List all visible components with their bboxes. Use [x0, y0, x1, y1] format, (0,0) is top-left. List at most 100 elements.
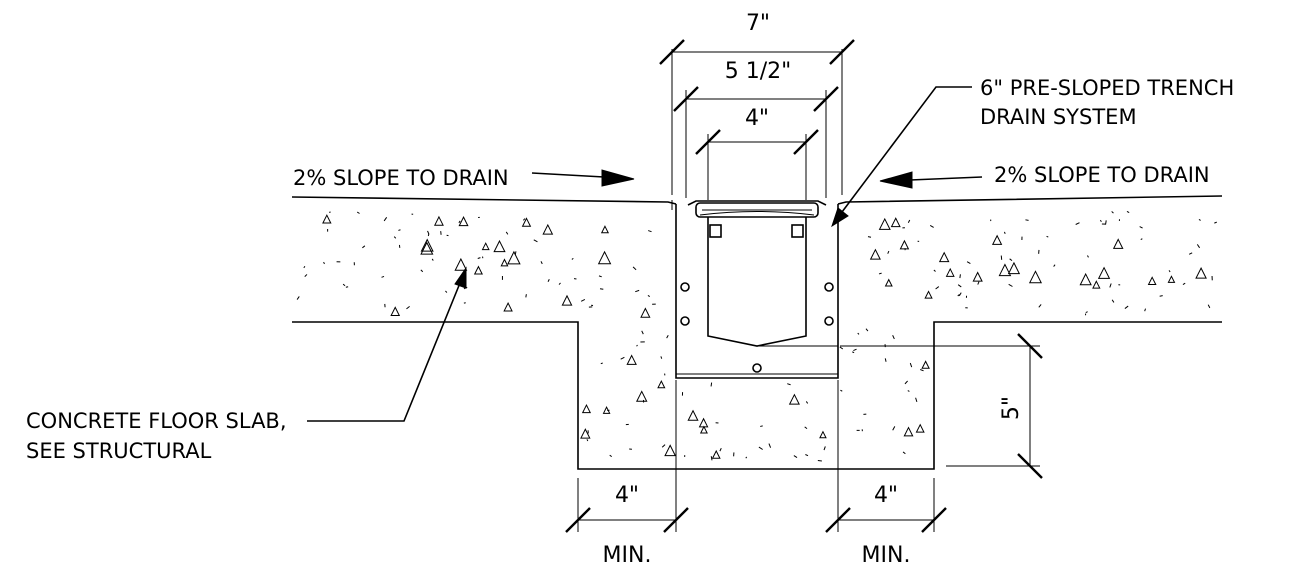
aggregate-fleck: [586, 439, 589, 442]
aggregate-fleck: [660, 356, 663, 359]
aggregate-fleck: [1053, 264, 1056, 267]
aggregate-fleck: [1028, 270, 1043, 284]
dim-label-4-right: 4": [874, 483, 898, 508]
aggregate-fleck: [817, 459, 822, 462]
concrete-aggregate-pattern: [296, 210, 1217, 462]
aggregate-fleck: [547, 279, 550, 283]
aggregate-fleck: [664, 444, 677, 457]
aggregate-fleck: [507, 250, 521, 265]
aggregate-fleck: [458, 216, 469, 227]
aggregate-fleck: [433, 215, 444, 226]
aggregate-fleck: [938, 251, 950, 263]
slope-label-left: 2% SLOPE TO DRAIN: [293, 166, 509, 190]
aggregate-fleck: [907, 219, 911, 223]
aggregate-fleck: [323, 261, 325, 265]
aggregate-fleck: [909, 362, 913, 368]
aggregate-fleck: [966, 261, 971, 264]
drain-callout-line1: 6" PRE-SLOPED TRENCH: [980, 76, 1234, 100]
aggregate-fleck: [602, 406, 611, 414]
aggregate-fleck: [1195, 266, 1207, 279]
aggregate-fleck: [853, 348, 857, 352]
aggregate-fleck: [1196, 244, 1201, 249]
aggregate-fleck: [445, 290, 448, 293]
slab-callout-line1: CONCRETE FLOOR SLAB,: [26, 409, 287, 433]
aggregate-fleck: [857, 332, 860, 335]
aggregate-fleck: [904, 380, 909, 385]
aggregate-fleck: [958, 292, 962, 297]
aggregate-fleck: [758, 446, 763, 450]
aggregate-fleck: [561, 294, 573, 306]
aggregate-fleck: [1159, 295, 1163, 297]
aggregate-fleck: [580, 428, 591, 439]
trench-cut-walls: [671, 200, 839, 379]
aggregate-fleck: [892, 426, 896, 431]
aggregate-fleck: [977, 281, 980, 285]
aggregate-fleck: [406, 306, 410, 310]
aggregate-fleck: [745, 456, 748, 459]
aggregate-fleck: [915, 397, 918, 403]
aggregate-fleck: [571, 257, 574, 260]
aggregate-fleck: [1085, 311, 1088, 313]
aggregate-fleck: [1111, 299, 1115, 303]
aggregate-fleck: [1038, 304, 1042, 308]
aggregate-fleck: [768, 443, 772, 448]
aggregate-fleck: [1144, 308, 1146, 312]
aggregate-fleck: [787, 383, 791, 386]
aggregate-fleck: [598, 275, 602, 278]
dim-label-7: 7": [746, 11, 770, 36]
aggregate-fleck: [477, 257, 481, 259]
concrete-slab-outline: [291, 195, 1223, 470]
dim-label-4-top: 4": [745, 106, 769, 131]
aggregate-fleck: [890, 217, 901, 228]
aggregate-fleck: [1092, 280, 1101, 289]
dimension-7-inch: 7": [659, 11, 855, 195]
aggregate-fleck: [1046, 235, 1049, 238]
aggregate-fleck: [884, 278, 893, 287]
aggregate-fleck: [972, 271, 983, 282]
aggregate-fleck: [600, 225, 610, 234]
aggregate-fleck: [839, 346, 844, 350]
aggregate-fleck: [632, 266, 637, 271]
aggregate-fleck: [635, 390, 648, 402]
aggregate-fleck: [907, 390, 910, 392]
aggregate-fleck: [620, 356, 625, 360]
aggregate-fleck: [710, 456, 713, 461]
aggregate-fleck: [420, 241, 434, 255]
aggregate-fleck: [666, 335, 669, 339]
aggregate-fleck: [420, 269, 424, 273]
aggregate-fleck: [1111, 211, 1114, 214]
aggregate-fleck: [819, 430, 827, 439]
aggregate-fleck: [699, 425, 708, 434]
aggregate-fleck: [933, 269, 936, 272]
aggregate-fleck: [522, 218, 526, 221]
aggregate-fleck: [719, 447, 722, 452]
aggregate-fleck: [533, 239, 538, 243]
aggregate-fleck: [1097, 266, 1111, 279]
aggregate-fleck: [1188, 252, 1193, 255]
slab-callout-leader: [307, 266, 467, 422]
aggregate-fleck: [296, 296, 300, 300]
aggregate-fleck: [892, 335, 895, 340]
aggregate-fleck: [1198, 219, 1201, 221]
aggregate-fleck: [1087, 255, 1089, 258]
trench-drain-channel: [680, 200, 838, 373]
aggregate-fleck: [687, 409, 699, 421]
aggregate-fleck: [945, 267, 955, 277]
aggregate-fleck: [636, 344, 638, 347]
aggregate-fleck: [393, 236, 397, 239]
dim-note-min-right: MIN.: [862, 543, 911, 568]
aggregate-fleck: [503, 301, 513, 312]
aggregate-fleck: [458, 220, 461, 224]
aggregate-fleck: [929, 225, 934, 228]
aggregate-fleck: [1025, 219, 1029, 221]
aggregate-fleck: [540, 261, 543, 265]
aggregate-fleck: [1167, 275, 1176, 283]
aggregate-fleck: [493, 239, 506, 253]
aggregate-fleck: [1009, 258, 1013, 262]
aggregate-fleck: [542, 223, 554, 235]
aggregate-fleck: [793, 455, 798, 459]
aggregate-fleck: [998, 263, 1012, 277]
aggregate-fleck: [356, 211, 360, 214]
aggregate-fleck: [804, 426, 808, 430]
aggregate-fleck: [865, 328, 869, 332]
